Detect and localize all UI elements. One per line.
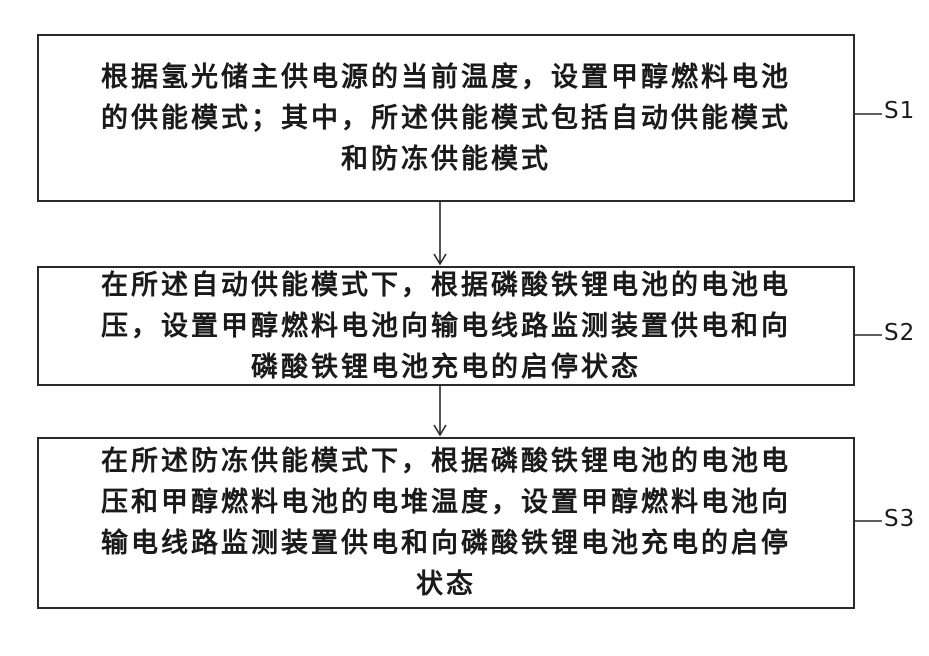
arrow-s1-to-s2: [434, 202, 446, 264]
arrow-s2-to-s3: [434, 386, 446, 435]
step-label-s1: S1: [884, 98, 915, 124]
step-label-s2: S2: [884, 320, 915, 346]
step-label-s3: S3: [884, 506, 915, 532]
